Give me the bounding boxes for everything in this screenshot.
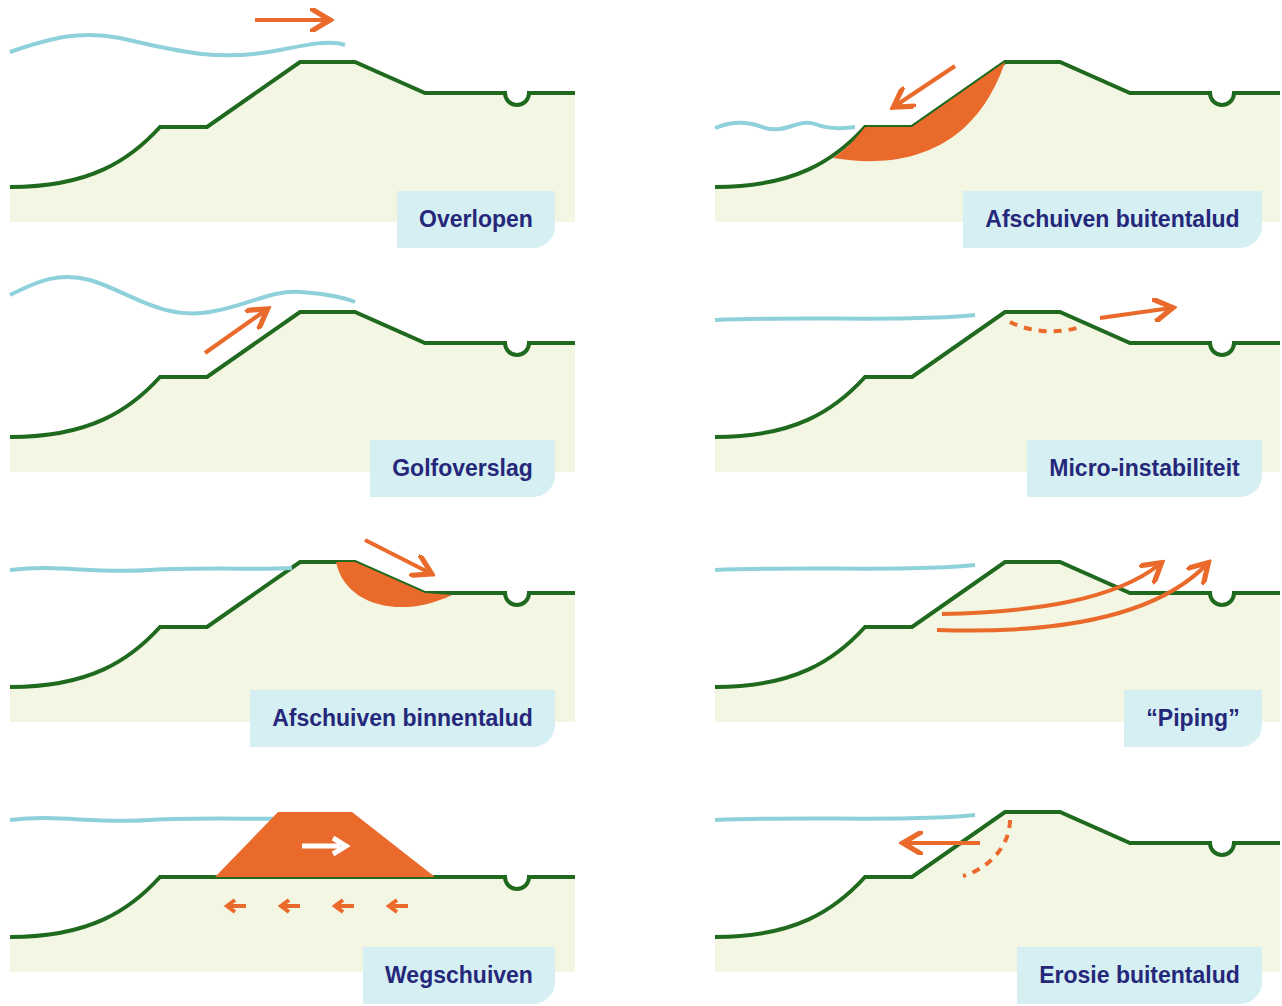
mechanism-name: Afschuiven binnentalud xyxy=(272,707,533,730)
mechanism-name: “Piping” xyxy=(1146,707,1239,730)
mechanism-label: Wegschuiven xyxy=(363,947,555,1004)
mechanism-label: “Piping” xyxy=(1124,690,1262,747)
mechanism-label: Golfoverslag xyxy=(370,440,555,497)
mechanism-label: Afschuiven binnentalud xyxy=(250,690,555,747)
mechanism-name: Wegschuiven xyxy=(385,964,533,987)
mechanism-label: Erosie buitentalud xyxy=(1017,947,1262,1004)
mechanism-label: Overlopen xyxy=(397,191,555,248)
mechanism-name: Overlopen xyxy=(419,208,533,231)
mechanism-name: Erosie buitentalud xyxy=(1039,964,1240,987)
mechanism-name: Afschuiven buitentalud xyxy=(985,208,1239,231)
mechanism-name: Golfoverslag xyxy=(392,457,533,480)
mechanism-label: Micro-instabiliteit xyxy=(1027,440,1262,497)
mechanism-name: Micro-instabiliteit xyxy=(1049,457,1239,480)
mechanism-label: Afschuiven buitentalud xyxy=(963,191,1262,248)
